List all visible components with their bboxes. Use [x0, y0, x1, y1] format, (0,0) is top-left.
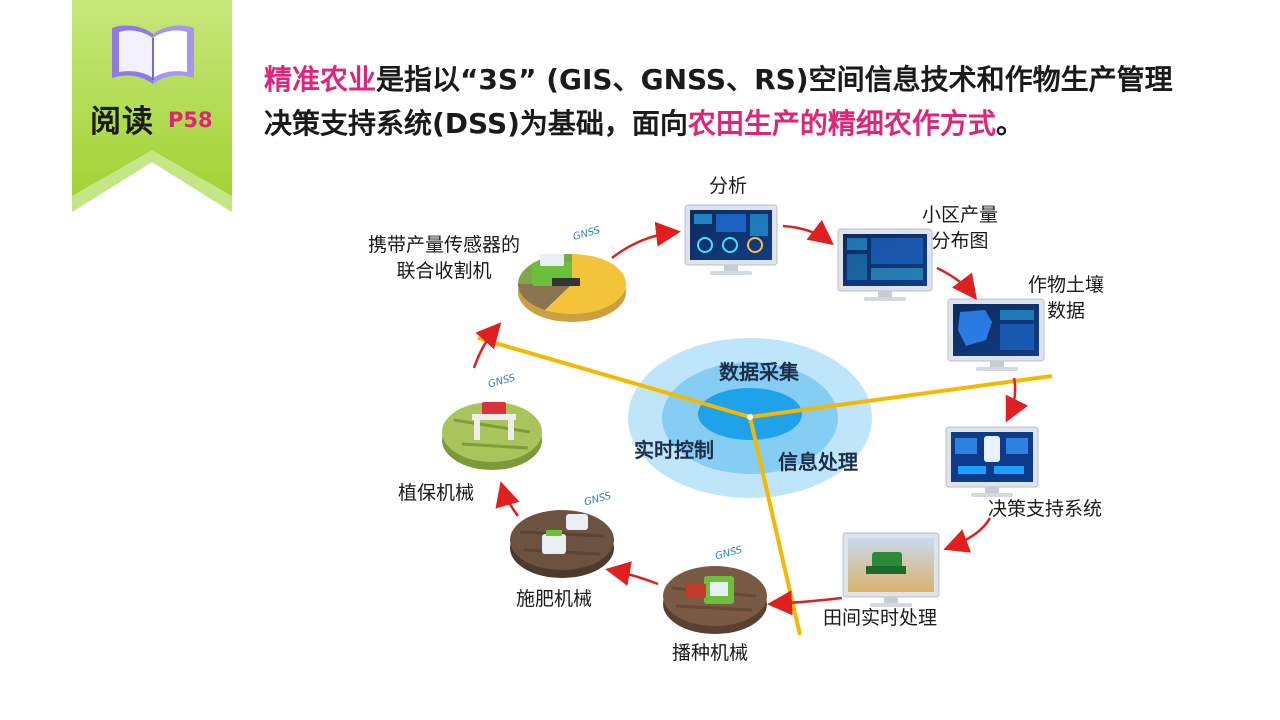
headline-text: 是指以“3S” (GIS、GNSS、RS)空间信息技术和作物生产管理: [376, 63, 1173, 96]
node-label-dss: 决策支持系统: [988, 498, 1103, 520]
badge-page-number: P58: [168, 108, 213, 132]
node-label-line: 小区产量: [922, 204, 999, 226]
headline-highlight: 农田生产的精细农作方式: [687, 107, 996, 140]
arrow-harvester-to-analysis: [611, 221, 681, 259]
arrow-fertilizing-to-protection: [495, 481, 520, 517]
open-book-icon: [112, 25, 194, 84]
node-label-analysis: 分析: [709, 175, 748, 197]
center-point: [747, 414, 753, 420]
divider-line-left: [477, 336, 751, 419]
arrow-dss-to-field: [943, 517, 992, 553]
node-label-crop-soil: 作物土壤 数据: [1028, 272, 1104, 324]
node-label-fertilizing: 施肥机械: [516, 588, 593, 610]
field-realtime-monitor-icon: [842, 532, 940, 607]
node-label-plant-protection: 植保机械: [398, 482, 475, 504]
node-label-field-realtime: 田间实时处理: [823, 607, 938, 629]
arrow-cropsoil-to-dss: [1005, 377, 1029, 423]
center-label-info-processing: 信息处理: [778, 450, 858, 474]
badge-label: 阅读: [90, 104, 154, 140]
headline-line-2: 决策支持系统(DSS)为基础，面向农田生产的精细农作方式。: [264, 102, 1254, 146]
plant-protection-disk-icon: [442, 402, 542, 470]
arrow-seeding-to-fertilizing: [605, 561, 659, 586]
reading-badge: 阅读 P58: [72, 0, 232, 212]
seeding-disk-icon: [663, 566, 767, 634]
node-label-seeding: 播种机械: [672, 642, 749, 664]
node-label-harvester: 携带产量传感器的 联合收割机: [368, 232, 520, 284]
node-label-line: 携带产量传感器的: [368, 234, 521, 256]
headline-text: 。: [995, 107, 1024, 140]
arrow-yieldmap-to-cropsoil: [936, 266, 978, 300]
node-label-line: 联合收割机: [396, 260, 492, 282]
headline-text: 决策支持系统(DSS)为基础，面向: [264, 107, 688, 140]
arrow-analysis-to-yieldmap: [782, 219, 834, 246]
node-label-yield-map: 小区产量 分布图: [922, 202, 998, 254]
headline: 精准农业是指以“3S” (GIS、GNSS、RS)空间信息技术和作物生产管理 决…: [264, 58, 1254, 146]
center-label-data-collection: 数据采集: [719, 360, 799, 384]
crop-soil-monitor-icon: [947, 298, 1045, 371]
node-label-line: 数据: [1047, 300, 1086, 322]
arrow-protection-to-harvester: [472, 322, 502, 369]
arrow-field-to-seeding: [767, 590, 843, 616]
dss-monitor-icon: [945, 426, 1039, 497]
analysis-monitor-icon: [684, 204, 778, 275]
cycle-arrows: [472, 219, 1029, 616]
node-label-line: 作物土壤: [1028, 274, 1105, 296]
headline-line-1: 精准农业是指以“3S” (GIS、GNSS、RS)空间信息技术和作物生产管理: [264, 58, 1254, 102]
yield-map-monitor-icon: [837, 228, 933, 301]
node-label-line: 分布图: [931, 230, 989, 252]
divider-line-right: [749, 374, 1053, 419]
gnss-tag: GNSS: [572, 225, 602, 243]
fertilizing-disk-icon: [510, 510, 614, 578]
harvester-disk-icon: [518, 254, 626, 322]
center-label-realtime-control: 实时控制: [634, 438, 714, 462]
headline-term: 精准农业: [264, 63, 377, 96]
